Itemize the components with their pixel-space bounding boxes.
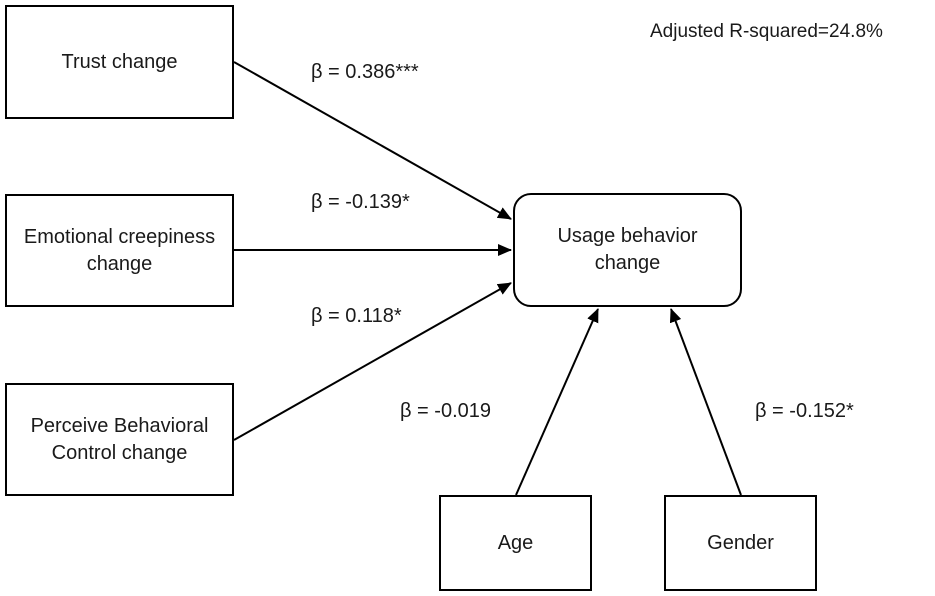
arrow-trust-to-usage [233, 61, 512, 220]
node-usage-behavior-change: Usage behavior change [513, 193, 742, 307]
path-coefficient-trust: β = 0.386*** [311, 61, 419, 83]
arrow-age-to-usage [515, 308, 599, 496]
node-gender-label: Gender [707, 531, 774, 554]
path-coefficient-gender: β = -0.152* [755, 400, 854, 422]
path-coefficient-emotional: β = -0.139* [311, 191, 410, 213]
node-age: Age [439, 495, 592, 591]
node-trust-change-label: Trust change [61, 50, 178, 73]
node-usage-behavior-change-label: Usage behavior change [557, 225, 698, 274]
node-perceived-behavioral-control-change-label: Perceive Behavioral Control change [30, 414, 209, 464]
path-coefficient-pbc: β = 0.118* [311, 305, 402, 327]
node-perceived-behavioral-control-change: Perceive Behavioral Control change [5, 383, 234, 496]
node-trust-change: Trust change [5, 5, 234, 119]
adjusted-r-squared-note: Adjusted R-squared=24.8% [650, 21, 883, 42]
node-emotional-creepiness-change-label: Emotional creepiness change [23, 225, 216, 275]
arrow-pbc-to-usage [233, 282, 512, 441]
node-age-label: Age [497, 531, 534, 554]
path-coefficient-age: β = -0.019 [400, 400, 492, 422]
node-gender: Gender [664, 495, 817, 591]
node-emotional-creepiness-change: Emotional creepiness change [5, 194, 234, 307]
arrow-gender-to-usage [669, 308, 742, 496]
